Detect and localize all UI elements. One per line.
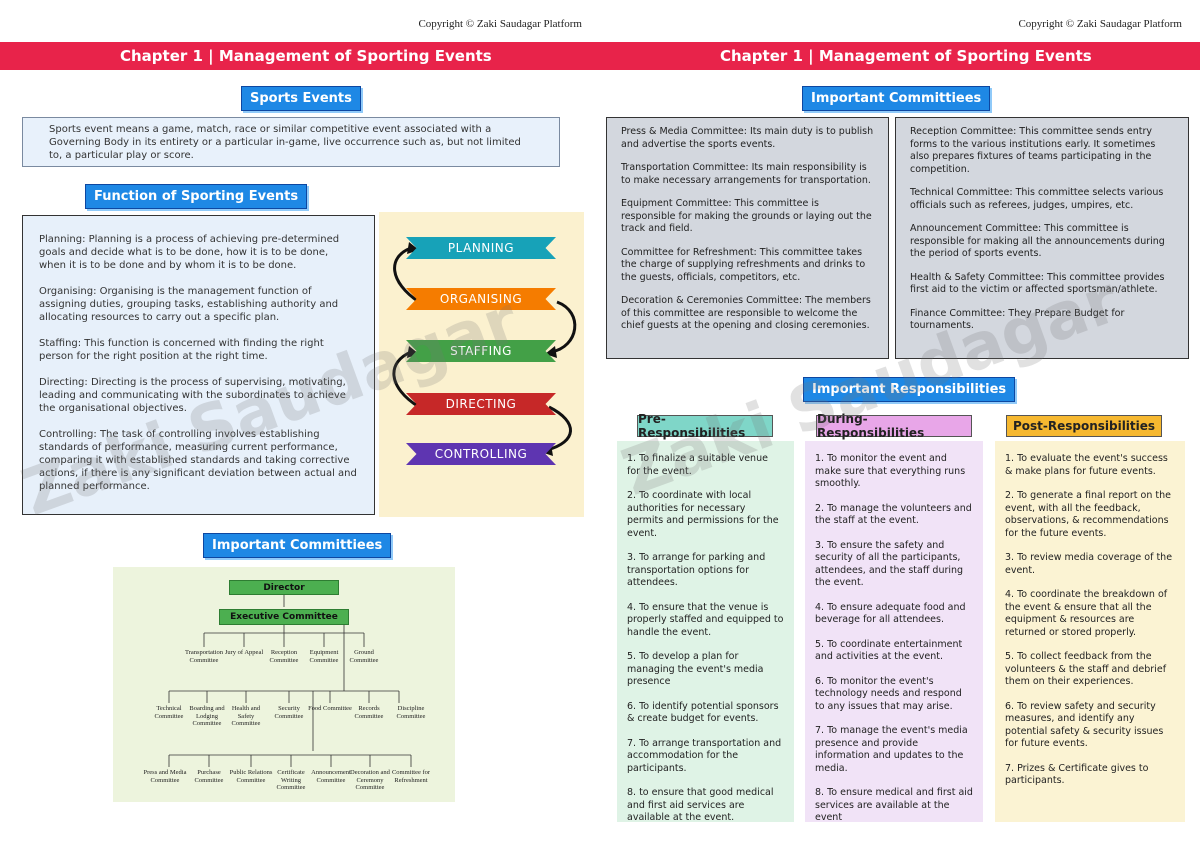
function-controlling-text: Controlling: The task of controlling inv… <box>39 429 357 492</box>
list-item: 2. To manage the volunteers and the staf… <box>815 502 972 527</box>
org-connectors <box>168 595 412 767</box>
list-item: 6. To review safety and security measure… <box>1005 700 1164 750</box>
list-item: 2. To generate a final report on the eve… <box>1005 490 1171 539</box>
cycle-organising: ORGANISING <box>406 288 556 310</box>
list-item: 8. To ensure medical and first aid servi… <box>815 787 973 823</box>
sports-events-heading: Sports Events <box>241 86 361 111</box>
committees-heading-left: Important Committiees <box>203 533 392 558</box>
management-cycle-diagram <box>379 212 584 517</box>
org-executive-committee: Executive Committee <box>219 609 349 625</box>
function-staffing-text: Staffing: This function is concerned wit… <box>39 338 324 362</box>
list-item: 1. To finalize a suitable venue for the … <box>627 453 768 477</box>
sports-event-definition: Sports event means a game, match, race o… <box>22 117 560 167</box>
list-item: 1. To evaluate the event's success & mak… <box>1005 453 1168 477</box>
arrow-directing-to-controlling <box>546 405 572 452</box>
cycle-staffing: STAFFING <box>406 340 556 362</box>
responsibilities-heading: Important Responsibilities <box>803 377 1016 402</box>
org-food-committee: Food Committee <box>308 705 352 712</box>
org-records-committee: Records Committee <box>354 705 384 720</box>
org-refreshment-committee: Committee for Refreshment <box>391 769 431 784</box>
org-jury-of-appeal: Jury of Appeal <box>224 649 264 656</box>
arrow-directing-to-staffing <box>392 350 420 409</box>
list-item: 2. To coordinate with local authorities … <box>627 490 779 539</box>
pre-responsibilities-heading: Pre-Responsibilities <box>637 412 773 440</box>
list-item: 6. To identify potential sponsors & crea… <box>627 700 779 725</box>
org-reception-committee: Reception Committee <box>269 649 299 664</box>
committee-health-safety: Health & Safety Committee: This committe… <box>910 271 1165 296</box>
committee-decoration-ceremonies: Decoration & Ceremonies Committee: The m… <box>621 295 871 331</box>
committees-heading-right: Important Committiees <box>802 86 991 111</box>
committee-press-media: Press & Media Committee: Its main duty i… <box>621 126 874 150</box>
list-item: 1. To monitor the event and make sure th… <box>815 453 966 489</box>
list-item: 5. To develop a plan for managing the ev… <box>627 651 764 687</box>
org-announcement-committee: Announcement Committee <box>311 769 351 784</box>
committee-reception: Reception Committee: This committee send… <box>910 126 1156 175</box>
pre-responsibilities-list: 1. To finalize a suitable venue for the … <box>617 441 794 823</box>
org-public-relations-committee: Public Relations Committee <box>229 769 273 784</box>
list-item: 4. To coordinate the breakdown of the ev… <box>1005 589 1168 638</box>
function-planning-text: Planning: Planning is a process of achie… <box>39 234 340 271</box>
function-directing-text: Directing: Directing is the process of s… <box>39 377 346 414</box>
copyright-text: Copyright © Zaki Saudagar Platform <box>418 18 582 30</box>
arrow-organising-to-staffing <box>550 300 577 354</box>
org-health-safety-committee: Health and Safety Committee <box>231 705 261 727</box>
functions-heading: Function of Sporting Events <box>85 184 308 209</box>
list-item: 3. To arrange for parking and transporta… <box>627 552 766 588</box>
org-decoration-ceremony-committee: Decoration and Ceremony Committee <box>350 769 390 791</box>
committee-refreshment: Committee for Refreshment: This committe… <box>621 246 866 283</box>
left-page: Copyright © Zaki Saudagar Platform Chapt… <box>0 18 600 802</box>
org-equipment-committee: Equipment Committee <box>309 649 339 664</box>
list-item: 7. To manage the event's media presence … <box>815 725 968 774</box>
list-item: 7. Prizes & Certificate gives to partici… <box>1005 762 1149 787</box>
during-responsibilities-heading: During-Responsibilities <box>816 412 972 440</box>
list-item: 7. To arrange transportation and accommo… <box>627 737 782 774</box>
org-boarding-lodging-committee: Boarding and Lodging Committee <box>189 705 225 727</box>
committee-finance: Finance Committee: They Prepare Budget f… <box>910 307 1125 332</box>
org-security-committee: Security Committee <box>274 705 304 720</box>
cycle-controlling: CONTROLLING <box>406 443 556 465</box>
committee-announcement: Announcement Committee: This committee i… <box>910 223 1165 259</box>
list-item: 6. To monitor the event's technology nee… <box>815 675 962 712</box>
function-organising-text: Organising: Organising is the management… <box>39 286 339 323</box>
list-item: 3. To ensure the safety and security of … <box>815 539 964 589</box>
committee-equipment: Equipment Committee: This committee is r… <box>621 198 872 234</box>
org-ground-committee: Ground Committee <box>349 649 379 664</box>
org-discipline-committee: Discipline Committee <box>396 705 426 720</box>
list-item: 4. To ensure that the venue is properly … <box>627 601 784 638</box>
post-responsibilities-heading: Post-Responsibilities <box>1006 415 1162 437</box>
chapter-title-bar: Chapter 1 | Management of Sporting Event… <box>600 42 1200 70</box>
committees-box-left: Press & Media Committee: Its main duty i… <box>606 117 889 359</box>
functions-text-box: Planning: Planning is a process of achie… <box>22 215 375 515</box>
list-item: 4. To ensure adequate food and beverage … <box>815 601 966 626</box>
right-page: Copyright © Zaki Saudagar Platform Chapt… <box>600 0 1200 848</box>
list-item: 5. To collect feedback from the voluntee… <box>1005 651 1167 687</box>
list-item: 8. to ensure that good medical and first… <box>627 787 774 823</box>
cycle-planning: PLANNING <box>406 237 556 259</box>
committee-transportation: Transportation Committee: Its main respo… <box>621 162 871 186</box>
org-director: Director <box>229 580 339 595</box>
cycle-directing: DIRECTING <box>406 393 556 415</box>
post-responsibilities-list: 1. To evaluate the event's success & mak… <box>995 441 1185 822</box>
arrow-organising-to-planning <box>393 246 420 304</box>
list-item: 3. To review media coverage of the event… <box>1005 552 1173 576</box>
chapter-title-bar: Chapter 1 | Management of Sporting Event… <box>0 42 600 70</box>
during-responsibilities-list: 1. To monitor the event and make sure th… <box>805 441 983 823</box>
committee-org-chart: Director Executive Committee Transportat… <box>113 567 455 802</box>
org-certificate-writing-committee: Certificate Writing Committee <box>276 769 306 791</box>
copyright-text: Copyright © Zaki Saudagar Platform <box>1018 18 1182 30</box>
org-transportation-committee: Transportation Committee <box>184 649 224 664</box>
list-item: 5. To coordinate entertainment and activ… <box>815 638 963 663</box>
committee-technical: Technical Committee: This committee sele… <box>910 187 1164 211</box>
committees-box-right: Reception Committee: This committee send… <box>895 117 1189 359</box>
org-press-media-committee: Press and Media Committee <box>143 769 187 784</box>
org-technical-committee: Technical Committee <box>154 705 184 720</box>
org-purchase-committee: Purchase Committee <box>194 769 224 784</box>
